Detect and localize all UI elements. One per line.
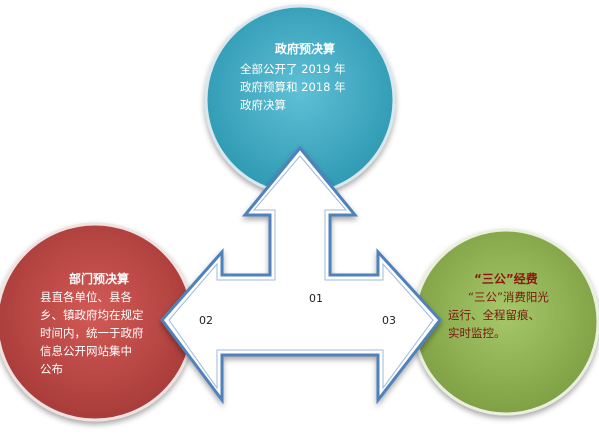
left-node-line: 公布: [40, 362, 63, 376]
left-node-title: 部门预决算: [68, 272, 129, 286]
left-node-line: 信息公开网站集中: [40, 344, 132, 358]
top-node-text: 政府预决算 全部公开了 2019 年 政府预算和 2018 年 政府决算: [240, 40, 370, 114]
arrow-label-01: 01: [309, 292, 323, 305]
right-node-line: “三公”消费阳光: [468, 290, 549, 304]
left-node-line: 县直各单位、县各: [40, 290, 132, 304]
top-node-line: 政府决算: [240, 98, 286, 112]
top-node-title: 政府预决算: [274, 42, 335, 56]
left-node-text: 部门预决算 县直各单位、县各 乡、镇政府均在规定 时间内，统一于政府 信息公开网…: [40, 270, 158, 378]
right-node-title: “三公”经费: [474, 272, 538, 286]
right-node-line: 运行、全程留痕、: [448, 308, 540, 322]
left-node-line: 乡、镇政府均在规定: [40, 308, 144, 322]
top-node-line: 全部公开了 2019 年: [240, 62, 346, 76]
right-node-line: 实时监控。: [448, 326, 506, 340]
three-way-arrow-inner-outline: [168, 155, 434, 390]
arrow-label-03: 03: [382, 314, 396, 327]
three-way-arrow: [160, 145, 442, 405]
right-node-text: “三公”经费 “三公”消费阳光 运行、全程留痕、 实时监控。: [448, 270, 578, 342]
arrow-label-02: 02: [199, 314, 213, 327]
top-node-line: 政府预算和 2018 年: [240, 80, 346, 94]
left-node-line: 时间内，统一于政府: [40, 326, 144, 340]
